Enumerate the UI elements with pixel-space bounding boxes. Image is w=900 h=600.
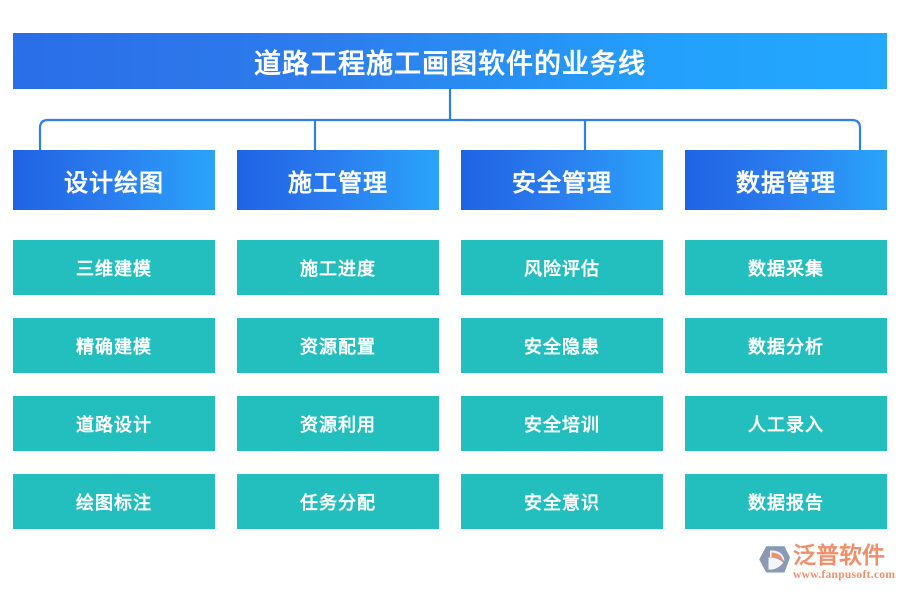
category-header-design[interactable]: 设计绘图 bbox=[13, 150, 215, 210]
diagram-title-bar: 道路工程施工画图软件的业务线 bbox=[13, 33, 887, 89]
item-box[interactable]: 资源配置 bbox=[237, 318, 439, 373]
item-box[interactable]: 三维建模 bbox=[13, 240, 215, 295]
category-header-construction[interactable]: 施工管理 bbox=[237, 150, 439, 210]
item-box[interactable]: 任务分配 bbox=[237, 474, 439, 529]
item-label: 安全隐患 bbox=[524, 336, 600, 357]
item-box[interactable]: 数据报告 bbox=[685, 474, 887, 529]
item-box[interactable]: 数据分析 bbox=[685, 318, 887, 373]
item-box[interactable]: 风险评估 bbox=[461, 240, 663, 295]
logo-swoosh-lower bbox=[768, 557, 784, 570]
item-label: 任务分配 bbox=[300, 492, 376, 513]
item-list-design: 三维建模 精确建模 道路设计 绘图标注 bbox=[13, 240, 215, 529]
item-label: 资源利用 bbox=[300, 414, 376, 435]
item-label: 精确建模 bbox=[76, 336, 152, 357]
connector-bus bbox=[38, 118, 862, 150]
page-title: 道路工程施工画图软件的业务线 bbox=[254, 48, 646, 79]
item-label: 风险评估 bbox=[524, 258, 600, 279]
logo-swoosh-orange bbox=[771, 552, 783, 562]
category-label: 数据管理 bbox=[736, 170, 836, 197]
logo-text-group: 泛普软件 www.fanpusoft.com bbox=[793, 543, 895, 582]
column-data: 数据管理 数据采集 数据分析 人工录入 数据报告 bbox=[685, 150, 887, 529]
item-box[interactable]: 道路设计 bbox=[13, 396, 215, 451]
item-list-construction: 施工进度 资源配置 资源利用 任务分配 bbox=[237, 240, 439, 529]
category-header-data[interactable]: 数据管理 bbox=[685, 150, 887, 210]
category-header-safety[interactable]: 安全管理 bbox=[461, 150, 663, 210]
category-label: 设计绘图 bbox=[64, 170, 164, 197]
brand-logo: 泛普软件 www.fanpusoft.com bbox=[757, 543, 895, 587]
item-label: 绘图标注 bbox=[76, 492, 152, 513]
item-label: 人工录入 bbox=[748, 414, 824, 435]
item-label: 数据报告 bbox=[748, 492, 824, 513]
columns-container: 设计绘图 三维建模 精确建模 道路设计 绘图标注 施工管理 施工进度 资源配置 … bbox=[13, 150, 887, 529]
item-label: 三维建模 bbox=[76, 258, 152, 279]
item-list-data: 数据采集 数据分析 人工录入 数据报告 bbox=[685, 240, 887, 529]
category-label: 施工管理 bbox=[288, 170, 388, 197]
item-box[interactable]: 安全意识 bbox=[461, 474, 663, 529]
column-design: 设计绘图 三维建模 精确建模 道路设计 绘图标注 bbox=[13, 150, 215, 529]
item-box[interactable]: 绘图标注 bbox=[13, 474, 215, 529]
item-label: 数据分析 bbox=[748, 336, 824, 357]
item-box[interactable]: 安全培训 bbox=[461, 396, 663, 451]
item-label: 施工进度 bbox=[300, 258, 376, 279]
logo-company-name: 泛普软件 bbox=[793, 543, 885, 568]
column-safety: 安全管理 风险评估 安全隐患 安全培训 安全意识 bbox=[461, 150, 663, 529]
item-box[interactable]: 数据采集 bbox=[685, 240, 887, 295]
item-label: 数据采集 bbox=[748, 258, 824, 279]
fanpu-logo-icon bbox=[759, 546, 790, 573]
item-label: 安全意识 bbox=[524, 492, 600, 513]
item-label: 道路设计 bbox=[76, 414, 152, 435]
item-box[interactable]: 安全隐患 bbox=[461, 318, 663, 373]
item-box[interactable]: 资源利用 bbox=[237, 396, 439, 451]
item-label: 安全培训 bbox=[524, 414, 600, 435]
column-construction: 施工管理 施工进度 资源配置 资源利用 任务分配 bbox=[237, 150, 439, 529]
logo-website-url: www.fanpusoft.com bbox=[793, 569, 896, 581]
connector-lines bbox=[38, 88, 862, 150]
item-box[interactable]: 施工进度 bbox=[237, 240, 439, 295]
item-list-safety: 风险评估 安全隐患 安全培训 安全意识 bbox=[461, 240, 663, 529]
item-box[interactable]: 人工录入 bbox=[685, 396, 887, 451]
item-label: 资源配置 bbox=[300, 336, 376, 357]
category-label: 安全管理 bbox=[512, 170, 612, 197]
item-box[interactable]: 精确建模 bbox=[13, 318, 215, 373]
